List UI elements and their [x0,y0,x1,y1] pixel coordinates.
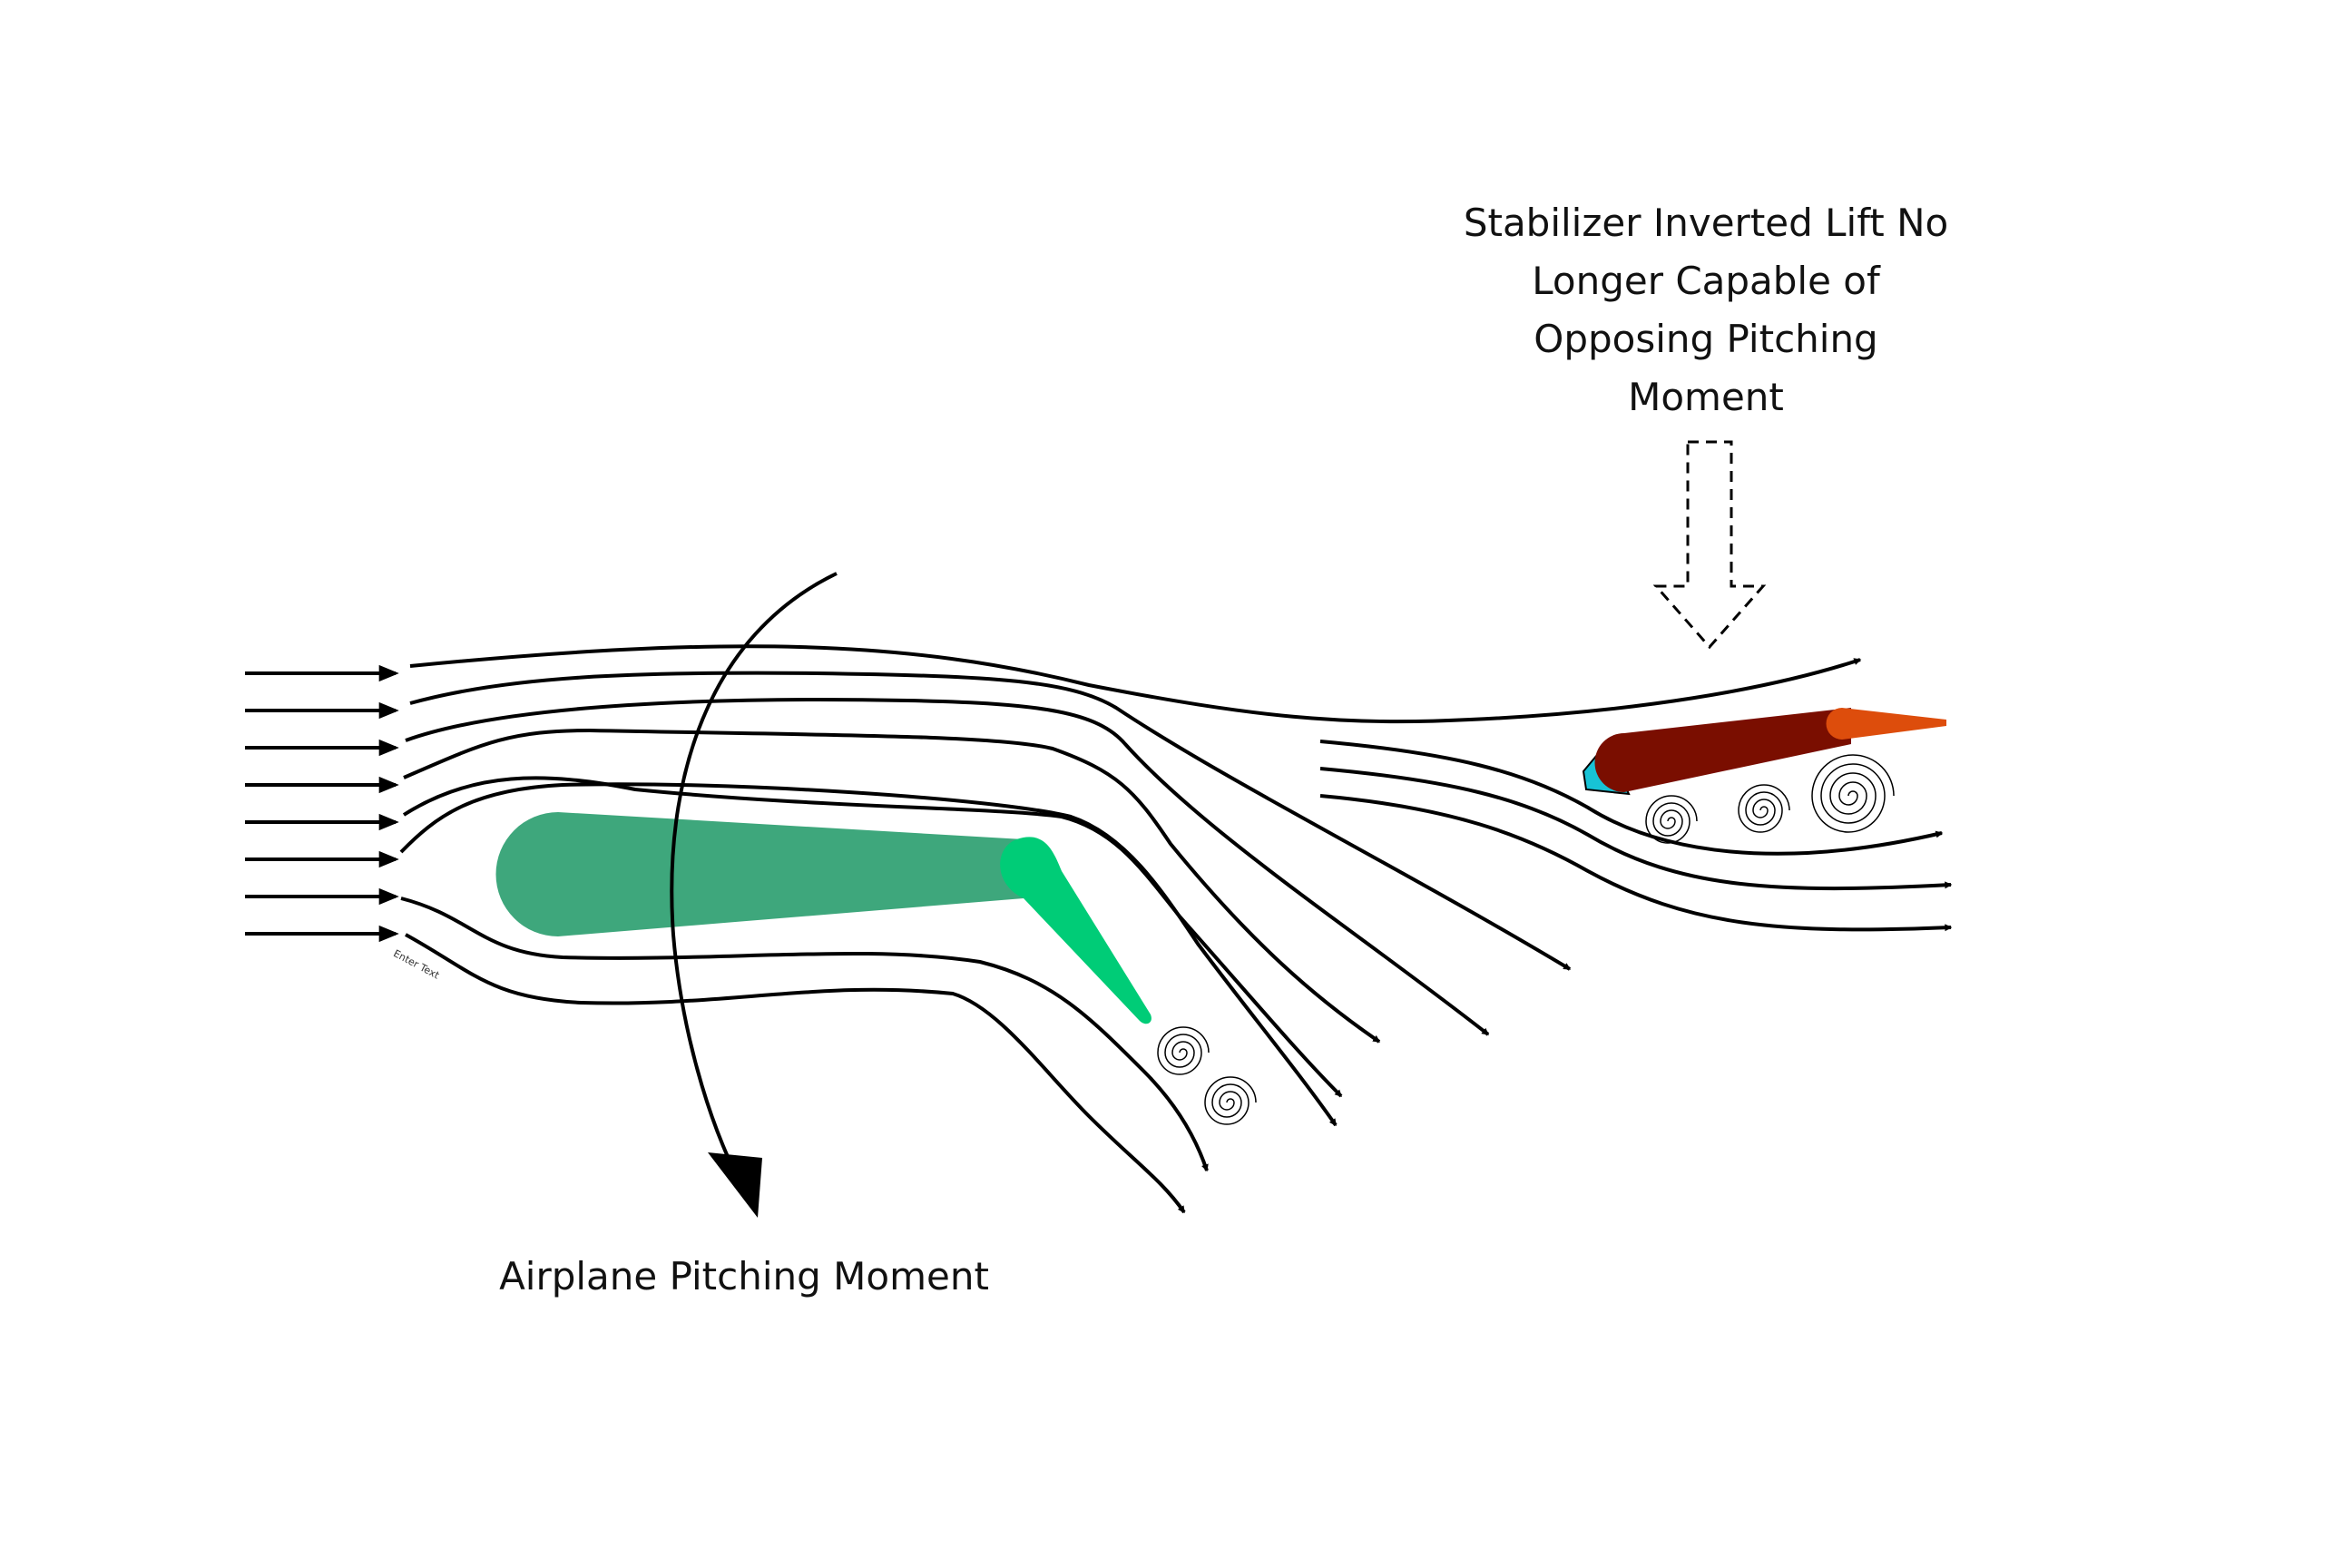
streamline [403,728,1381,1044]
main-wing [495,812,1152,1024]
stabilizer-label-line: Longer Capable of [1532,259,1880,303]
stabilizer-streamlines [1319,740,1953,932]
horizontal-stabilizer [1582,708,1946,796]
wing-body [495,812,1024,936]
streamline [1319,740,1944,856]
streamline [402,776,1343,1098]
vortex-icon [1157,1026,1210,1075]
arrowhead-icon [708,1152,762,1218]
vortex-icon [1811,754,1895,833]
wing-streamlines [399,644,1862,1214]
stabilizer-label-line: Stabilizer Inverted Lift No [1463,201,1949,245]
freestream-arrows [245,664,399,943]
inverted-lift-arrow-icon [1652,440,1767,650]
vortex-icon [1645,795,1698,844]
stabilizer-label-line: Opposing Pitching [1534,317,1878,361]
streamline [409,671,1572,971]
streamline [1319,794,1953,932]
stabilizer-body [1594,708,1851,792]
stabilizer-label: Stabilizer Inverted Lift No Longer Capab… [1416,194,1996,426]
streamline [409,644,1862,724]
flap [1000,837,1152,1024]
elevator [1826,708,1946,740]
vortices [1157,754,1895,1125]
stabilizer-label-line: Moment [1628,375,1784,419]
pitching-moment-arrow [670,572,838,1218]
streamline [405,698,1490,1036]
vortex-icon [1738,784,1790,833]
vortex-icon [1204,1076,1257,1125]
pitching-moment-label: Airplane Pitching Moment [499,1254,989,1298]
streamline [1319,767,1953,891]
streamline [405,933,1186,1214]
streamline [399,782,1338,1127]
streamline [400,897,1209,1172]
